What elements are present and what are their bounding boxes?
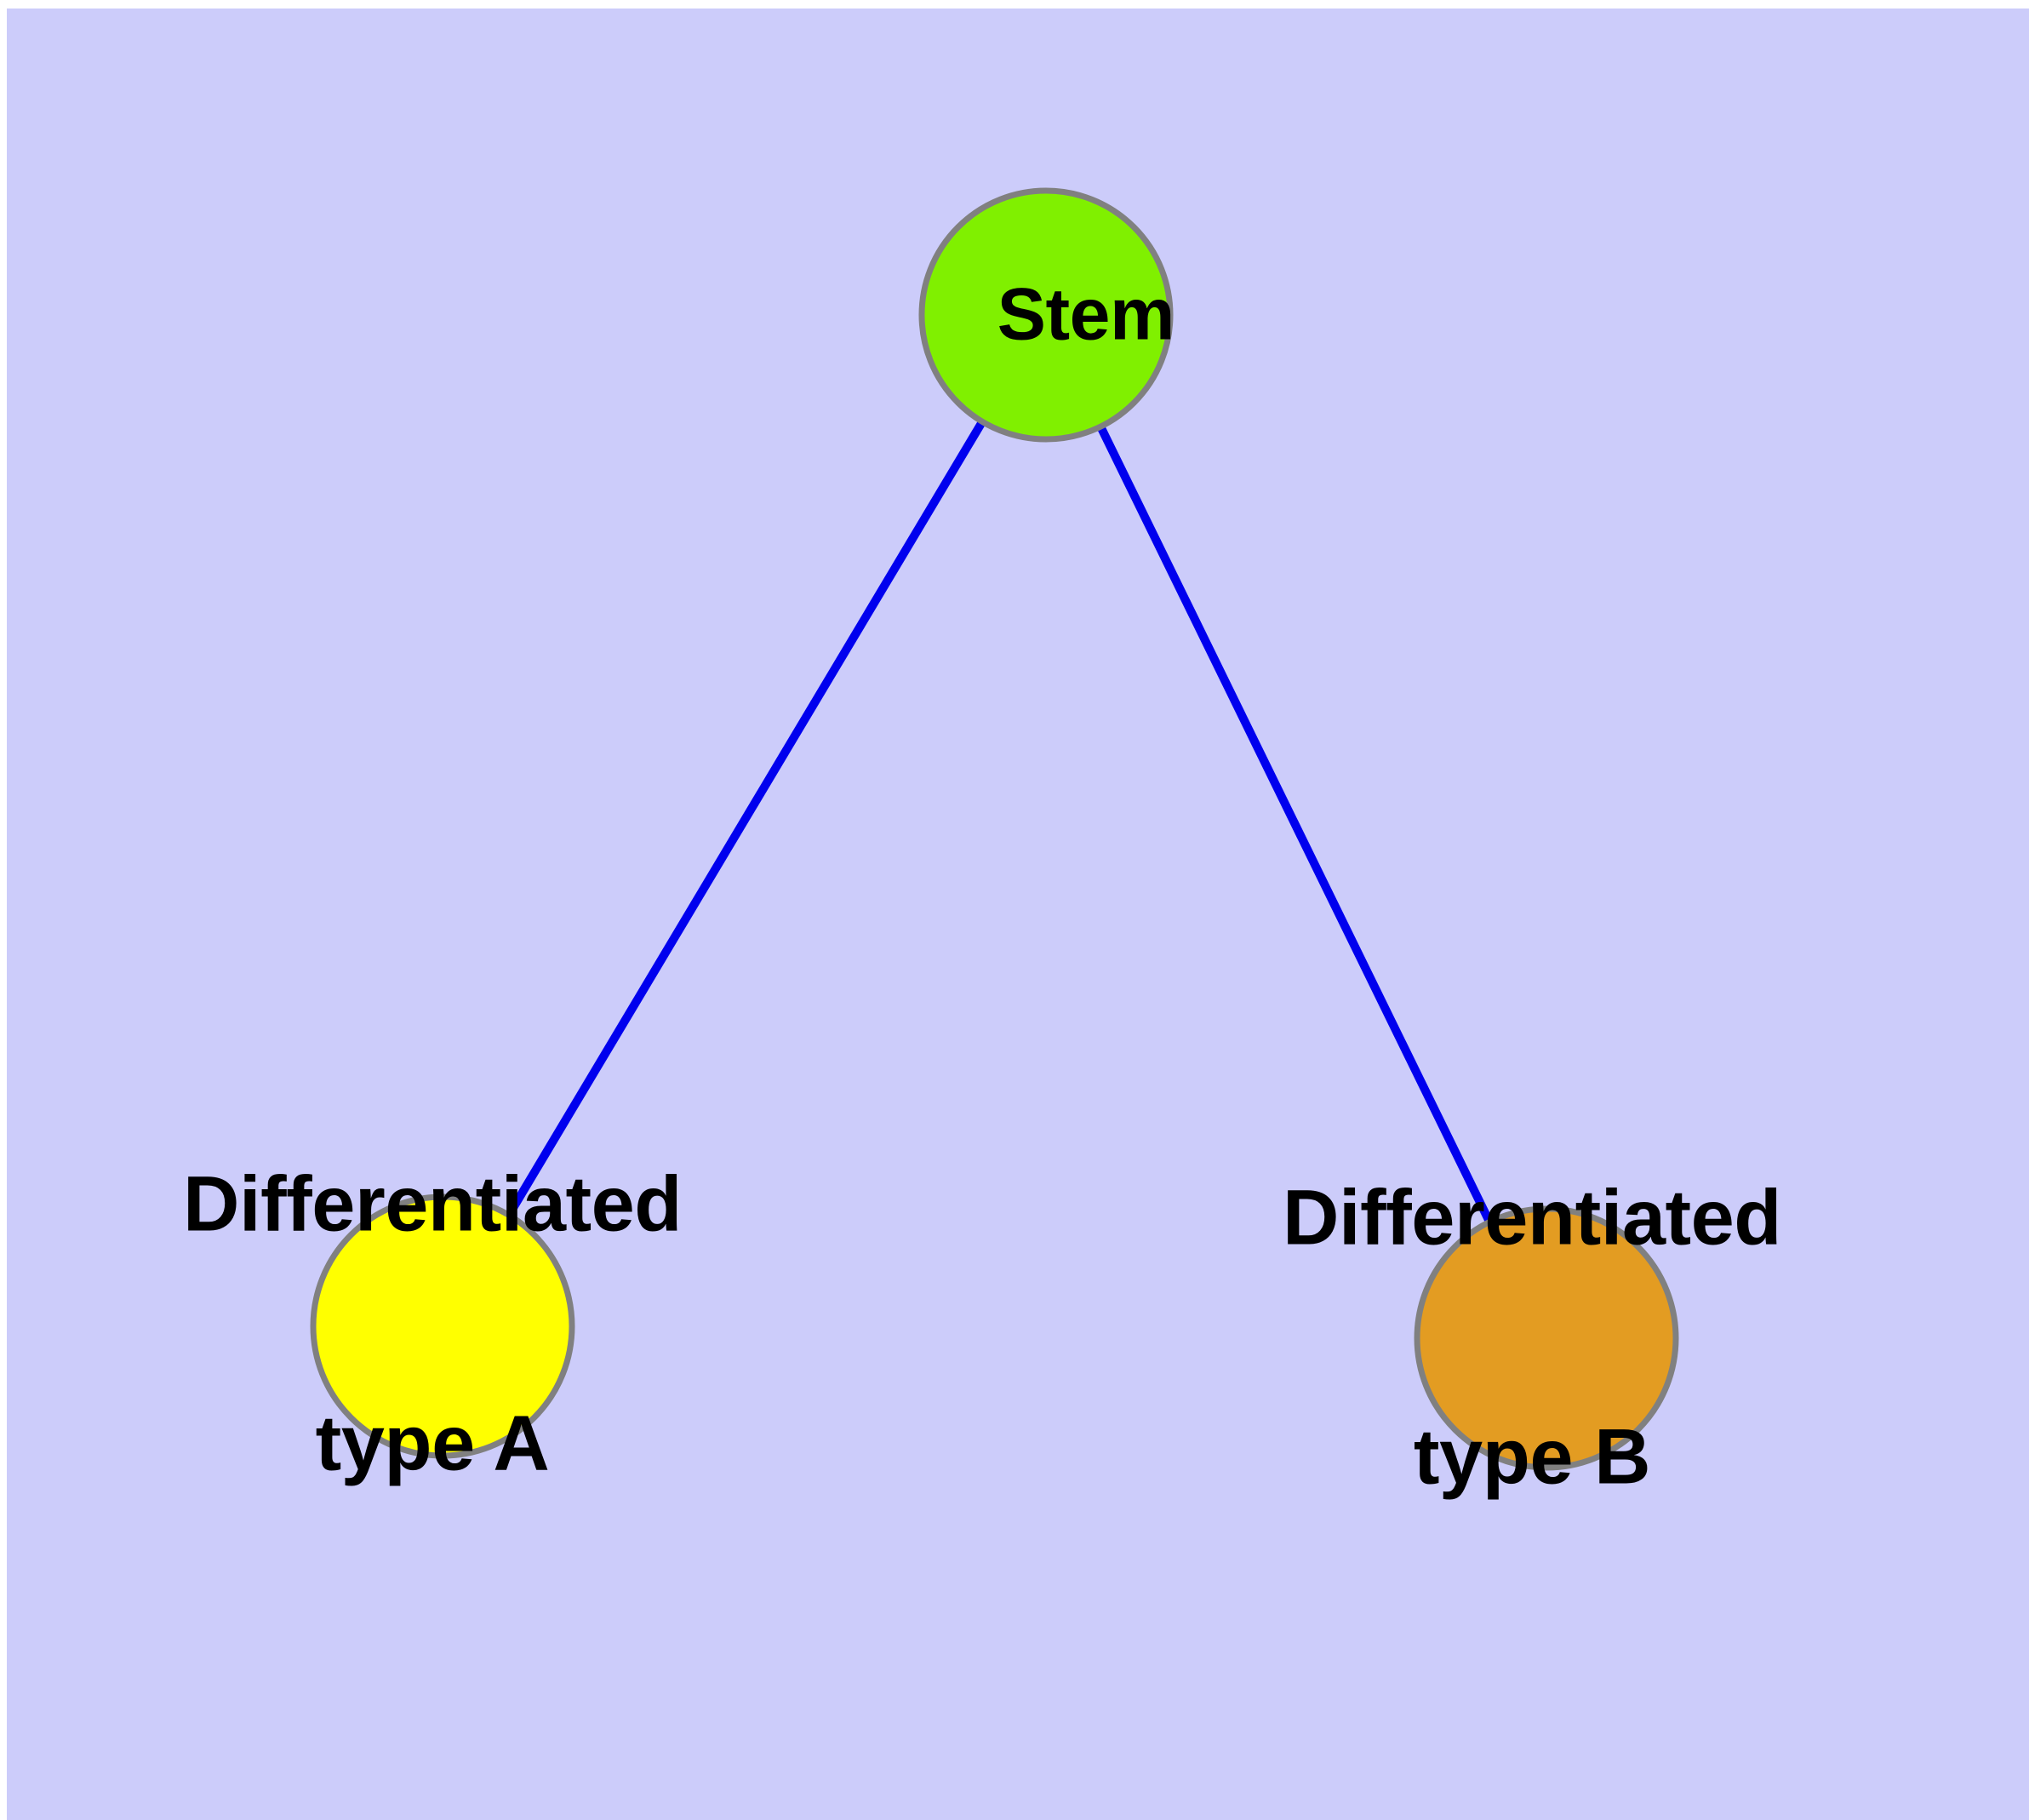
node-stem[interactable]: [918, 187, 1174, 443]
edge-layer: [438, 312, 1551, 1341]
node-differentiated-type-a[interactable]: [310, 1193, 575, 1459]
node-layer: [310, 187, 1679, 1471]
edge-stem-to-differentiated-type-a: [438, 312, 1050, 1329]
edge-stem-to-differentiated-type-b: [1042, 312, 1551, 1341]
node-differentiated-type-b[interactable]: [1414, 1205, 1679, 1471]
